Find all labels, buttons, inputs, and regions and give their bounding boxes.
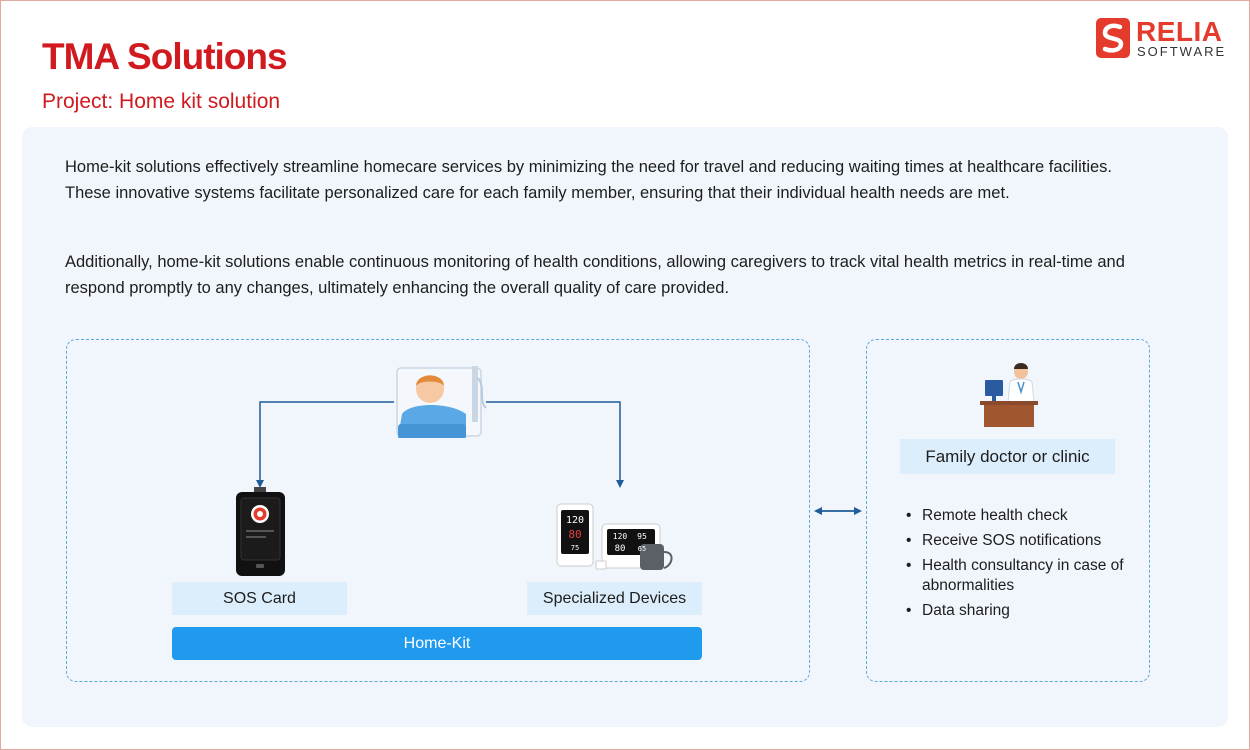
relia-logo-icon — [1096, 18, 1130, 58]
sos-card-label: SOS Card — [172, 582, 347, 615]
page-title: TMA Solutions — [42, 36, 288, 77]
device-reading-6: 80 — [615, 544, 626, 554]
device-reading-1: 120 — [566, 515, 584, 526]
doctor-services-list: Remote health check Receive SOS notifica… — [906, 506, 1126, 626]
intro-paragraph: Home-kit solutions effectively streamlin… — [65, 158, 1113, 202]
device-reading-3: 75 — [571, 544, 579, 552]
patient-to-sos-arrow — [256, 401, 394, 488]
sos-card-device-icon — [236, 487, 285, 576]
patient-to-devices-arrow — [486, 401, 624, 488]
home-kit-group — [66, 339, 810, 682]
doctor-group — [866, 339, 1150, 682]
service-item: Data sharing — [906, 601, 1126, 621]
device-reading-2: 80 — [568, 528, 581, 541]
doctor-at-desk-icon — [980, 363, 1038, 427]
logo-tagline: SOFTWARE — [1137, 44, 1227, 59]
home-kit-bar: Home-Kit — [172, 627, 702, 660]
device-reading-7: 65 — [638, 545, 646, 553]
logo-name: RELIA — [1136, 16, 1223, 47]
relia-logo: RELIA SOFTWARE — [1096, 16, 1236, 62]
family-doctor-label: Family doctor or clinic — [900, 439, 1115, 474]
device-reading-5: 95 — [637, 532, 647, 541]
monitoring-paragraph: Additionally, home-kit solutions enable … — [65, 253, 1125, 297]
service-item: Health consultancy in case of abnormalit… — [906, 556, 1126, 596]
specialized-devices-label: Specialized Devices — [527, 582, 702, 615]
service-item: Receive SOS notifications — [906, 531, 1126, 551]
blood-pressure-monitor-icon — [556, 503, 673, 570]
page-subtitle: Project: Home kit solution — [42, 90, 281, 113]
device-reading-4: 120 — [613, 532, 628, 541]
patient-bed-icon — [396, 366, 487, 438]
service-item: Remote health check — [906, 506, 1126, 526]
